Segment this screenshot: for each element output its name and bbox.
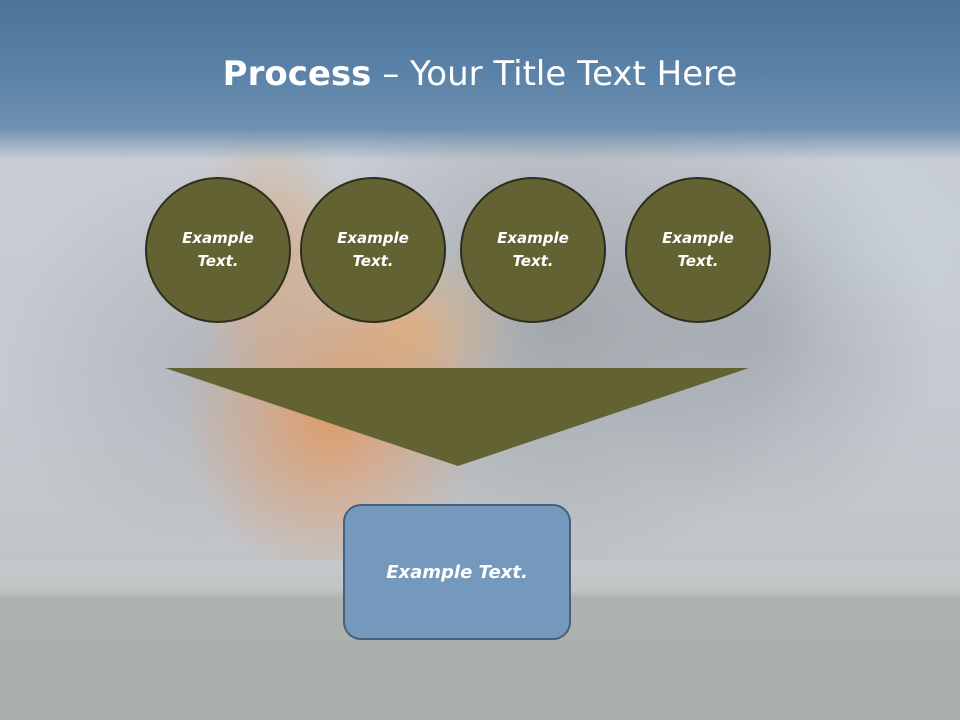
funnel-triangle: [165, 368, 749, 466]
funnel-arrow: [165, 368, 749, 466]
process-circle-3: Example Text.: [460, 177, 606, 323]
slide-title: Process – Your Title Text Here: [0, 52, 960, 96]
process-circle-label: Example Text.: [182, 229, 254, 270]
title-separator: –: [371, 54, 411, 94]
result-box: Example Text.: [343, 504, 571, 640]
process-circle-2: Example Text.: [300, 177, 446, 323]
process-circle-label: Example Text.: [497, 229, 569, 270]
title-text: Your Title Text Here: [410, 54, 738, 94]
process-circle-4: Example Text.: [625, 177, 771, 323]
title-band: [0, 0, 960, 160]
process-circle-label: Example Text.: [337, 229, 409, 270]
process-circle-1: Example Text.: [145, 177, 291, 323]
process-circle-label: Example Text.: [662, 229, 734, 270]
title-bold-part: Process: [222, 54, 372, 94]
result-label: Example Text.: [386, 561, 528, 583]
